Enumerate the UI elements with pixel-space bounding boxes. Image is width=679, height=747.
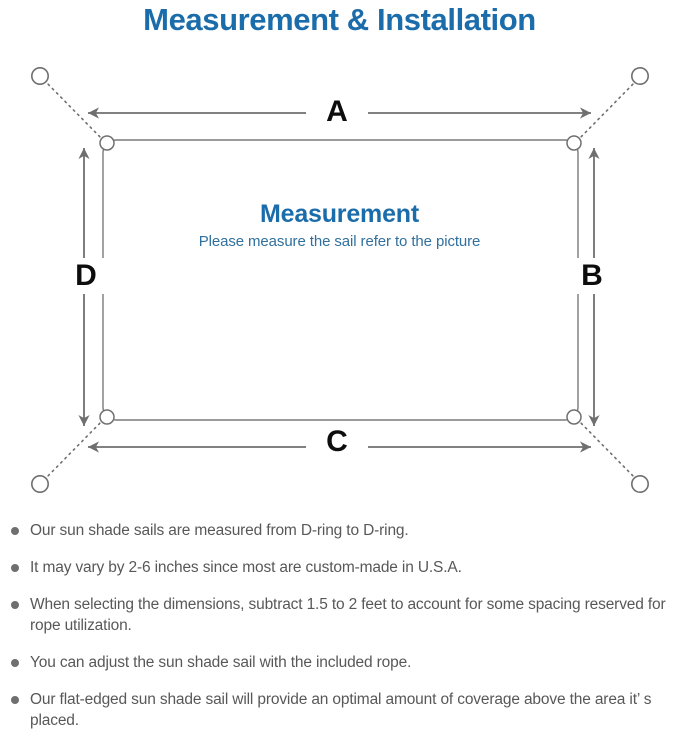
bullet-icon bbox=[11, 527, 19, 535]
d-ring-bottom-right bbox=[566, 409, 582, 425]
anchor-point-bottom-left bbox=[30, 474, 49, 493]
d-ring-top-right bbox=[566, 135, 582, 151]
note-text: It may vary by 2-6 inches since most are… bbox=[30, 559, 462, 576]
list-item: It may vary by 2-6 inches since most are… bbox=[0, 557, 679, 578]
list-item: Our sun shade sails are measured from D-… bbox=[0, 520, 679, 541]
note-text: Our flat-edged sun shade sail will provi… bbox=[30, 691, 652, 729]
diagram-svg bbox=[30, 66, 649, 493]
measurement-diagram bbox=[0, 44, 679, 514]
bullet-icon bbox=[11, 659, 19, 667]
sail-outline bbox=[102, 139, 579, 421]
note-text: Our sun shade sails are measured from D-… bbox=[30, 522, 409, 539]
list-item: When selecting the dimensions, subtract … bbox=[0, 594, 679, 636]
anchor-point-bottom-right bbox=[630, 474, 649, 493]
dimension-label-b: B bbox=[562, 258, 622, 294]
note-text: You can adjust the sun shade sail with t… bbox=[30, 654, 412, 671]
list-item: You can adjust the sun shade sail with t… bbox=[0, 652, 679, 673]
bullet-icon bbox=[11, 601, 19, 609]
rope-bottom-right bbox=[576, 418, 639, 482]
note-text: When selecting the dimensions, subtract … bbox=[30, 596, 666, 634]
dimension-label-d: D bbox=[56, 258, 116, 294]
list-item: Our flat-edged sun shade sail will provi… bbox=[0, 689, 679, 731]
notes-list: Our sun shade sails are measured from D-… bbox=[0, 520, 679, 747]
page-title: Measurement & Installation bbox=[143, 2, 536, 37]
bullet-icon bbox=[11, 564, 19, 572]
bullet-icon bbox=[11, 696, 19, 704]
dimension-label-c: C bbox=[306, 425, 368, 459]
d-ring-bottom-left bbox=[99, 409, 115, 425]
dimension-label-a: A bbox=[306, 95, 368, 129]
anchor-point-top-left bbox=[30, 66, 49, 85]
rope-bottom-left bbox=[42, 418, 105, 482]
d-ring-top-left bbox=[99, 135, 115, 151]
anchor-point-top-right bbox=[630, 66, 649, 85]
rope-top-left bbox=[42, 78, 105, 142]
rope-top-right bbox=[576, 78, 639, 142]
